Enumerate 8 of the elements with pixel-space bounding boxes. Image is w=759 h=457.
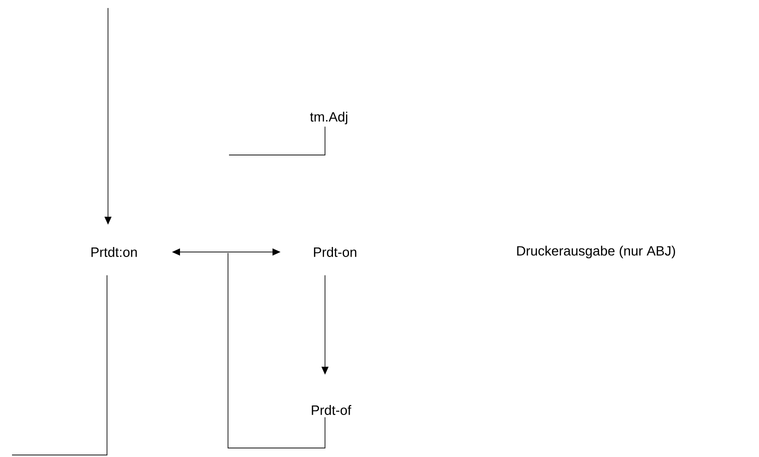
node-label: Prtdt:on bbox=[91, 247, 137, 257]
node-label: Prdt-on bbox=[314, 247, 356, 257]
connector-line bbox=[228, 252, 326, 448]
connector-line bbox=[228, 126, 326, 156]
node-label: Prdt-of bbox=[312, 405, 352, 415]
connector-line bbox=[12, 274, 108, 456]
node-label: tm.Adj bbox=[310, 112, 348, 124]
text-label: Druckerausgabe (nur ABJ) bbox=[517, 246, 676, 258]
